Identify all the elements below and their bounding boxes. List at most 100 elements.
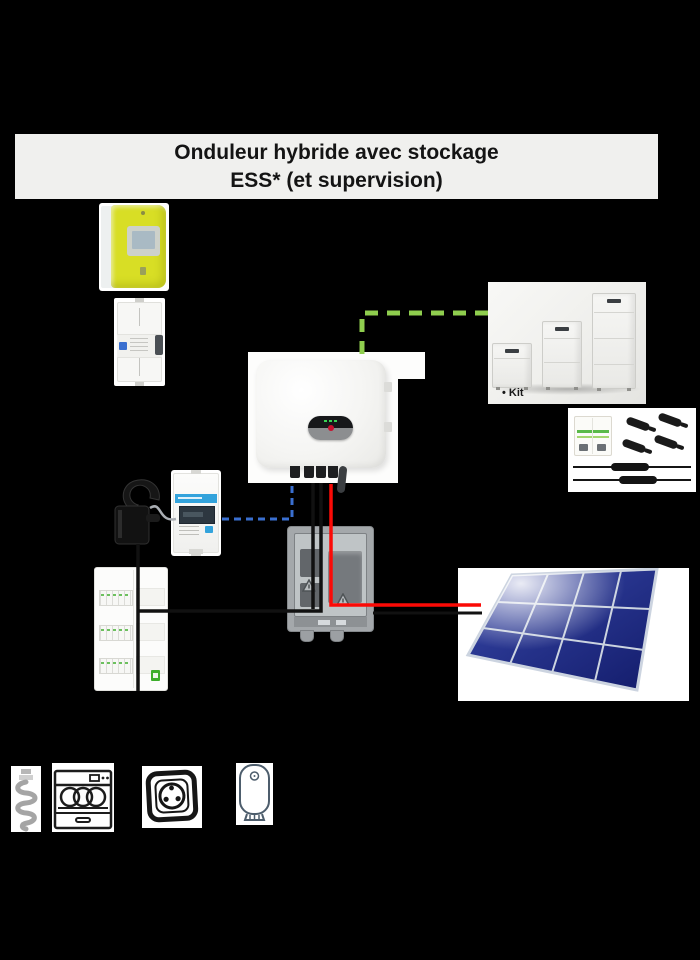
battery-comm-line (359, 310, 489, 354)
main-breaker (114, 298, 165, 386)
ac-breaker-icon (574, 416, 612, 456)
protection-kit (568, 408, 696, 492)
breaker-din-tab-bottom (135, 382, 144, 386)
mc4-connector-icon (653, 434, 679, 450)
ct-clamp-icon (114, 479, 160, 545)
inverter-display (308, 416, 353, 440)
breaker-green-stripe (577, 430, 609, 433)
battery-tower-medium (542, 321, 582, 390)
mount-tab (384, 382, 392, 392)
battery-foot (546, 387, 550, 390)
inverter-connector (304, 466, 314, 478)
power-socket-icon (142, 766, 202, 828)
battery-stack: • Kit (488, 282, 646, 404)
junction-label (336, 620, 346, 625)
title-box: Onduleur hybride avec stockage ESS* (et … (15, 134, 658, 199)
inverter-body (256, 360, 392, 468)
lcd-digits (183, 512, 203, 517)
meter-din-clip (189, 549, 203, 554)
battery-seam (544, 338, 580, 339)
schneider-logo (151, 670, 160, 681)
inverter-connector (290, 466, 300, 478)
battery-seam (594, 312, 634, 313)
grid-meter-side (101, 206, 114, 288)
grid-meter-logo (140, 267, 146, 275)
huawei-logo-dot (328, 425, 334, 431)
battery-logo (555, 327, 569, 331)
battery-foot (597, 388, 601, 391)
battery-foot (524, 387, 528, 390)
energy-meter (171, 470, 221, 556)
battery-logo (505, 349, 519, 353)
breaker-label-text (130, 338, 148, 352)
display-bottom (308, 428, 353, 440)
display-top (308, 416, 353, 428)
meter-label-text (178, 497, 202, 499)
fuse-cable (573, 476, 691, 484)
grid-meter-screen (132, 231, 155, 249)
mc4-connector-icon (657, 412, 683, 428)
status-led (324, 420, 327, 422)
junction-module (300, 549, 322, 577)
breaker-green-stripe (577, 436, 609, 438)
breaker-toggle (597, 444, 606, 451)
status-led (334, 420, 337, 422)
cable-gland (300, 630, 314, 642)
battery-seam (544, 362, 580, 363)
meter-din-tab (191, 470, 201, 474)
panel-blank-cover (136, 588, 165, 606)
breaker-row (99, 625, 133, 641)
inverter-connector (316, 466, 326, 478)
breaker-din-tab-top (135, 298, 144, 302)
battery-caption: • Kit (502, 387, 524, 399)
distribution-panel (94, 567, 168, 691)
battery-tower-small (492, 343, 532, 390)
mc4-connector-icon (625, 416, 651, 432)
meter-lcd (179, 506, 215, 524)
battery-seam (594, 338, 634, 339)
meter-small-text (179, 526, 199, 536)
battery-foot (496, 387, 500, 390)
status-led (329, 420, 332, 422)
fuse-cable (573, 463, 691, 471)
title-line-1: Onduleur hybride avec stockage (174, 141, 499, 164)
inline-fuse (619, 476, 657, 484)
meter-label-blue (175, 494, 217, 503)
breaker-marking (139, 358, 140, 376)
junction-label (318, 620, 330, 625)
junction-bottom-band (294, 617, 367, 627)
logo-mark (153, 673, 158, 678)
meter-blue-button (205, 526, 213, 533)
warning-icon (336, 593, 350, 606)
cable-gland (330, 630, 344, 642)
meter-comm-line (221, 486, 294, 521)
panel-blank-cover (136, 623, 165, 641)
inline-fuse (611, 463, 649, 471)
breaker-row (99, 658, 133, 674)
battery-seam (494, 358, 530, 359)
battery-tower-large (592, 293, 636, 391)
title-line-2: ESS* (et supervision) (230, 169, 443, 192)
mount-tab (384, 422, 392, 432)
water-heater-icon (236, 763, 273, 825)
battery-foot (627, 388, 631, 391)
mc4-connector-icon (621, 438, 647, 454)
inverter-photo-corner (396, 352, 425, 379)
panel-door-split (133, 570, 134, 688)
battery-foot (574, 387, 578, 390)
breaker-marking (139, 308, 140, 326)
hybrid-inverter (248, 352, 398, 494)
pv-panel-graphic (465, 567, 659, 692)
breaker-module-split (592, 418, 593, 454)
battery-seam (594, 364, 634, 365)
battery-logo (607, 299, 621, 303)
dishwasher-icon (52, 763, 114, 832)
solar-array (458, 567, 689, 701)
breaker-lever (155, 335, 163, 355)
breaker-row (99, 590, 133, 606)
grid-meter-box (99, 203, 169, 291)
warning-icon (302, 579, 316, 592)
cfl-bulb-icon (11, 766, 41, 832)
dc-junction-box (287, 526, 374, 632)
